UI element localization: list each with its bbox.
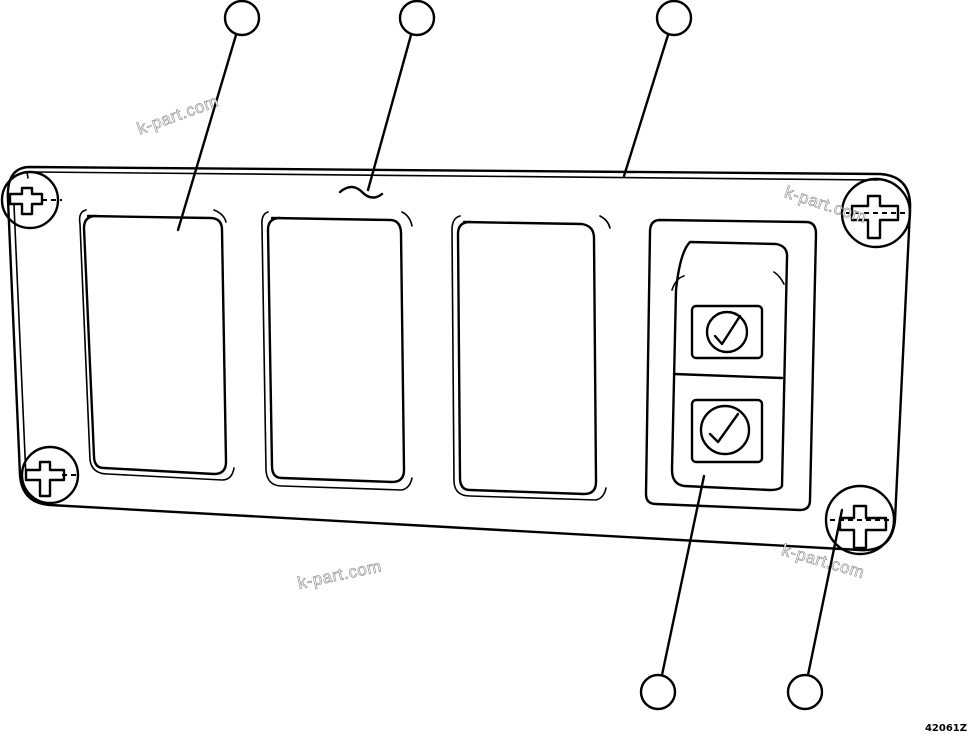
checkmark-icon xyxy=(713,314,742,346)
callout-5[interactable] xyxy=(786,508,844,711)
wave-mark xyxy=(338,185,384,199)
switch-lens-upper xyxy=(690,304,764,360)
callout-2[interactable] xyxy=(366,0,436,192)
check-circle-icon xyxy=(705,310,749,354)
switch-lens-lower xyxy=(690,398,764,464)
rocker-switch-upper[interactable] xyxy=(690,304,764,360)
check-circle-icon xyxy=(699,404,751,456)
screw-top-right xyxy=(840,177,912,249)
switch-opening-1 xyxy=(78,209,235,481)
panel-plate xyxy=(6,165,912,552)
figure-id: 42061Z xyxy=(924,723,967,734)
panel-plate-inner-edge xyxy=(13,171,879,479)
rocker-switch-lower[interactable] xyxy=(690,398,764,464)
screw-top-left xyxy=(0,170,62,230)
rocker-switch-housing xyxy=(644,218,818,512)
screw-bottom-left xyxy=(20,445,80,505)
callout-4[interactable] xyxy=(639,474,706,711)
switch-opening-2 xyxy=(261,211,413,491)
switch-opening-3 xyxy=(451,215,611,501)
callout-3[interactable] xyxy=(622,0,693,178)
callout-1[interactable] xyxy=(176,0,261,232)
checkmark-icon xyxy=(708,412,740,444)
